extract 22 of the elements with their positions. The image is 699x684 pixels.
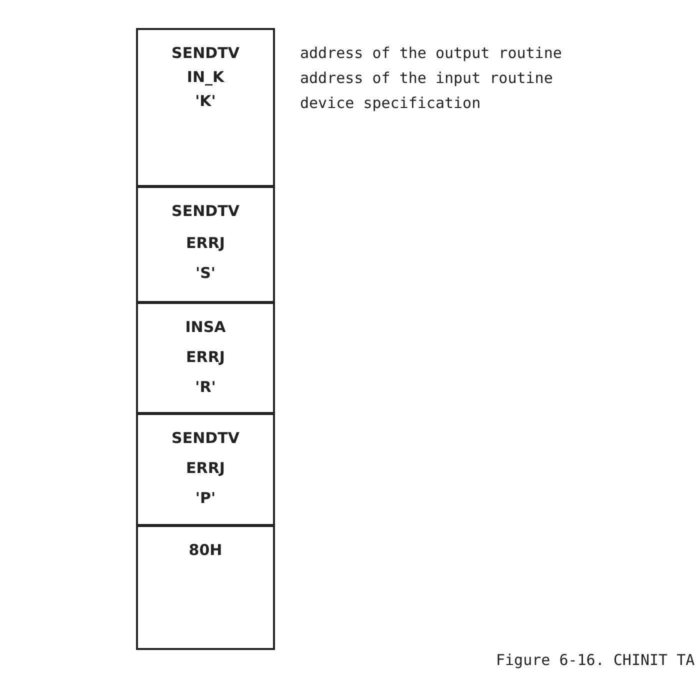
entry-text: ERRJ	[186, 459, 225, 477]
table-entry-box	[136, 525, 275, 650]
entry-text: SENDTV	[172, 202, 240, 220]
entry-text: 'K'	[195, 92, 216, 110]
entry-text: IN_K	[186, 68, 224, 86]
entry-text: 'S'	[196, 264, 216, 282]
table-entry-box	[136, 186, 275, 303]
entry-text: 80H	[188, 541, 222, 559]
entry-text: SENDTV	[172, 44, 240, 62]
table-entry-box	[136, 28, 275, 187]
entry-text: INSA	[185, 318, 226, 336]
description-text: address of the output routine	[300, 44, 562, 62]
entry-text: 'P'	[195, 489, 216, 507]
entry-text: SENDTV	[172, 429, 240, 447]
figure-caption: Figure 6-16. CHINIT TA	[496, 651, 695, 669]
description-text: device specification	[300, 94, 481, 112]
description-text: address of the input routine	[300, 69, 553, 87]
entry-text: ERRJ	[186, 348, 225, 366]
entry-text: ERRJ	[186, 234, 225, 252]
table-entry-box	[136, 413, 275, 526]
entry-text: 'R'	[195, 378, 216, 396]
table-entry-box	[136, 302, 275, 414]
